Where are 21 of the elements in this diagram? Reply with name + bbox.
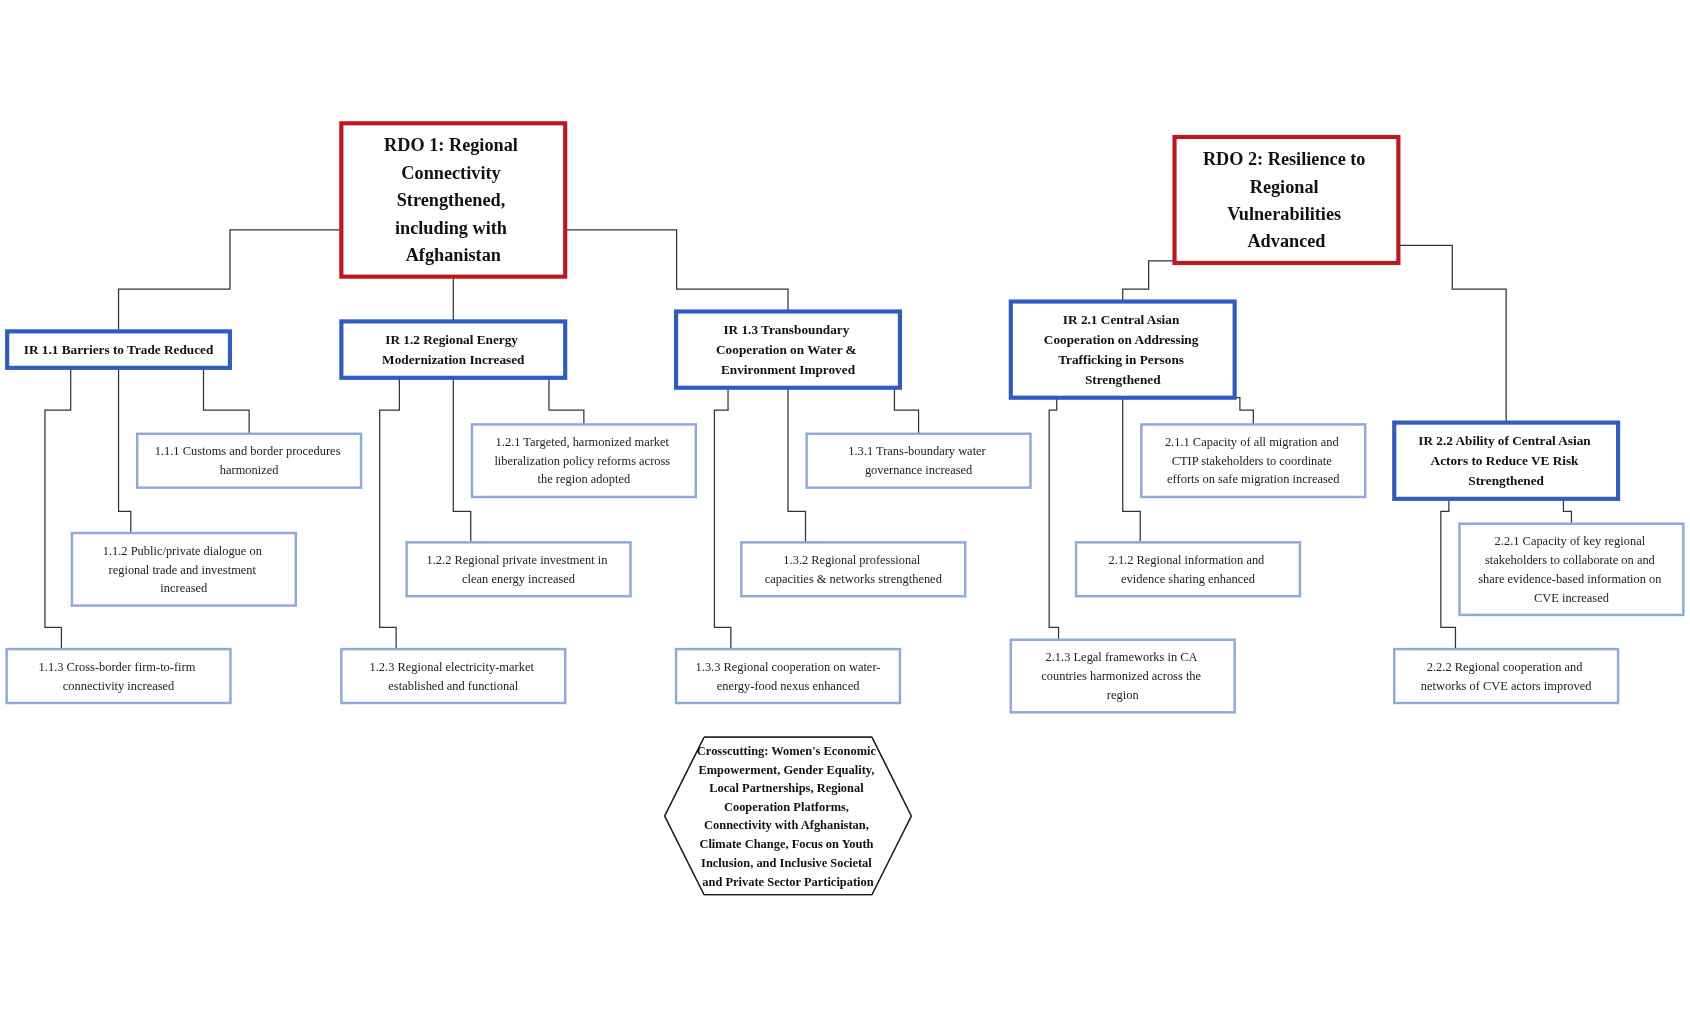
node-box: 1.2.3 Regional electricity-market established and functional <box>340 647 567 705</box>
node-box: 1.1.2 Public/private dialogue on regional trade and investment increased <box>70 531 297 607</box>
node-box: 1.3.1 Trans-boundary water governance increased <box>805 432 1032 489</box>
node-box: 2.1.3 Legal frameworks in CA countries harmonized across the region <box>1009 638 1236 714</box>
node-box: IR 1.3 Transboundary Cooperation on Water & Environment Improved <box>674 309 902 390</box>
node-box: 1.3.2 Regional professional capacities & networks strengthened <box>740 541 967 598</box>
node-box: IR 2.1 Central Asian Cooperation on Addressing Trafficking in Persons Strengthened <box>1008 299 1237 400</box>
node-box: RDO 1: Regional Connectivity Strengthened, including with Afghanistan <box>339 121 568 279</box>
node-box: 1.3.3 Regional cooperation on water-energy-food nexus enhanced <box>674 647 902 705</box>
node-box: 1.1.1 Customs and border procedures harmonized <box>135 432 363 489</box>
node-box: 2.1.1 Capacity of all migration and CTIP stakeholders to coordinate efforts on safe migration increased <box>1140 423 1367 499</box>
node-box: 2.2.2 Regional cooperation and networks of CVE actors improved <box>1393 647 1620 705</box>
node-box: 1.1.3 Cross-border firm-to-firm connectivity increased <box>5 647 232 705</box>
node-box: RDO 2: Resilience to Regional Vulnerabilities Advanced <box>1172 134 1401 266</box>
node-box: IR 2.2 Ability of Central Asian Actors to Reduce VE Risk Strengthened <box>1392 420 1621 501</box>
node-box: 1.2.1 Targeted, harmonized market liberalization policy reforms across the region adopted <box>470 423 697 499</box>
node-box: 1.2.2 Regional private investment in clean energy increased <box>405 541 632 598</box>
node-box: IR 1.1 Barriers to Trade Reduced <box>5 329 232 370</box>
node-box: 2.2.1 Capacity of key regional stakeholders to collaborate on and share evidence-based information on CVE increased <box>1458 522 1685 617</box>
node-box: IR 1.2 Regional Energy Modernization Increased <box>339 319 568 380</box>
node-box: 2.1.2 Regional information and evidence sharing enhanced <box>1074 541 1302 598</box>
